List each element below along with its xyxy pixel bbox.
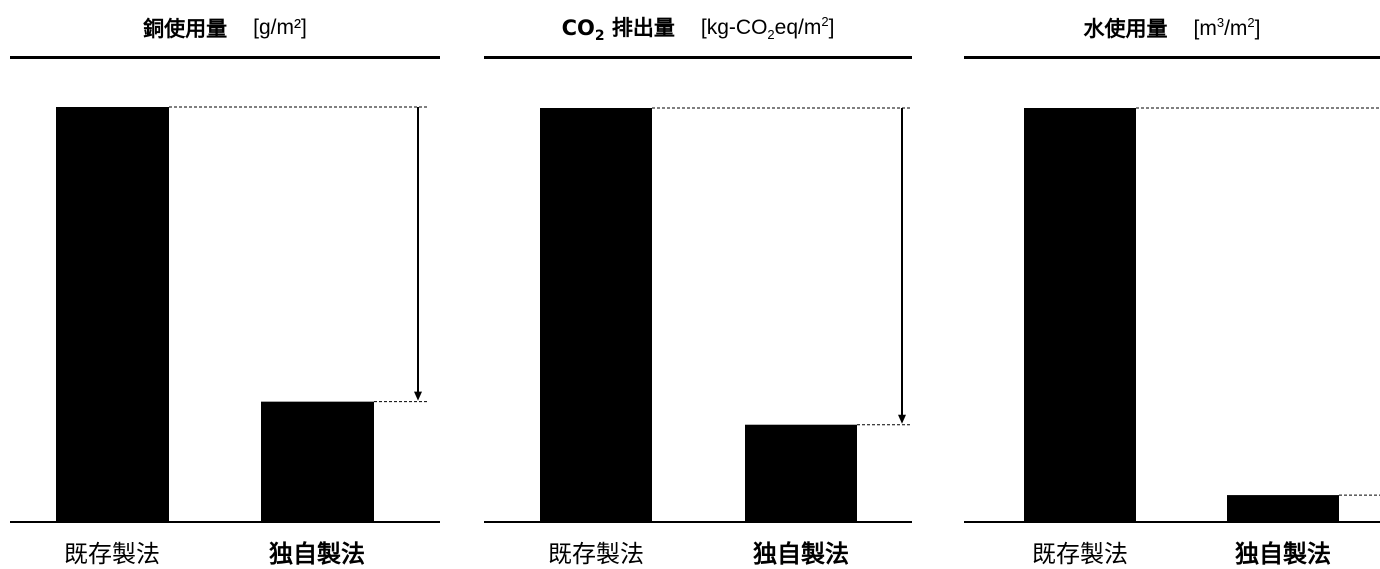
title-underline [964,56,1380,59]
bar-plot-copper [10,106,440,523]
bar-plot-co2 [484,107,912,523]
reduction-arrow-head [898,414,906,424]
chart-title: 銅使用量 [143,17,228,41]
chart-panel-water: 水使用量 [m3/m2] 既存製法 独自製法 [964,0,1380,568]
category-label: 独自製法 [269,540,365,568]
reduction-arrow-head [414,391,422,401]
chart-title-row: 水使用量 [m3/m2] [964,0,1380,56]
title-underline [484,56,912,59]
chart-title: CO2 排出量 [561,15,675,45]
chart-unit: [kg-CO2eq/m2] [700,13,835,43]
bar-proprietary-method [261,401,374,522]
chart-title-row: 銅使用量 [g/m²] [10,0,440,56]
category-label: 独自製法 [1235,540,1331,568]
bar-proprietary-method [745,424,857,522]
bar-existing-method [1024,108,1136,522]
chart-title: 水使用量 [1083,17,1168,41]
title-underline [10,56,440,59]
chart-unit: [m3/m2] [1193,15,1261,40]
bar-proprietary-method [1227,495,1339,522]
chart-title-row: CO2 排出量 [kg-CO2eq/m2] [484,0,912,56]
chart-unit: [g/m²] [253,16,307,39]
bar-existing-method [540,108,652,522]
category-label: 既存製法 [548,540,644,568]
bar-existing-method [56,107,169,522]
bar-plot-water [964,107,1380,523]
chart-panel-co2: CO2 排出量 [kg-CO2eq/m2] 既存製法 独自製法 [484,0,912,568]
category-label: 既存製法 [64,540,160,568]
chart-panel-copper: 銅使用量 [g/m²] 既存製法 独自製法 [10,0,440,568]
category-label: 独自製法 [753,540,849,568]
category-label: 既存製法 [1032,540,1128,568]
